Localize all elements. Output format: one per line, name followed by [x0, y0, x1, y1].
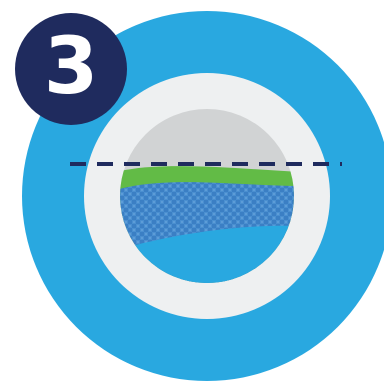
step-number: 3 — [44, 28, 98, 106]
step-number-badge: 3 — [15, 13, 127, 125]
